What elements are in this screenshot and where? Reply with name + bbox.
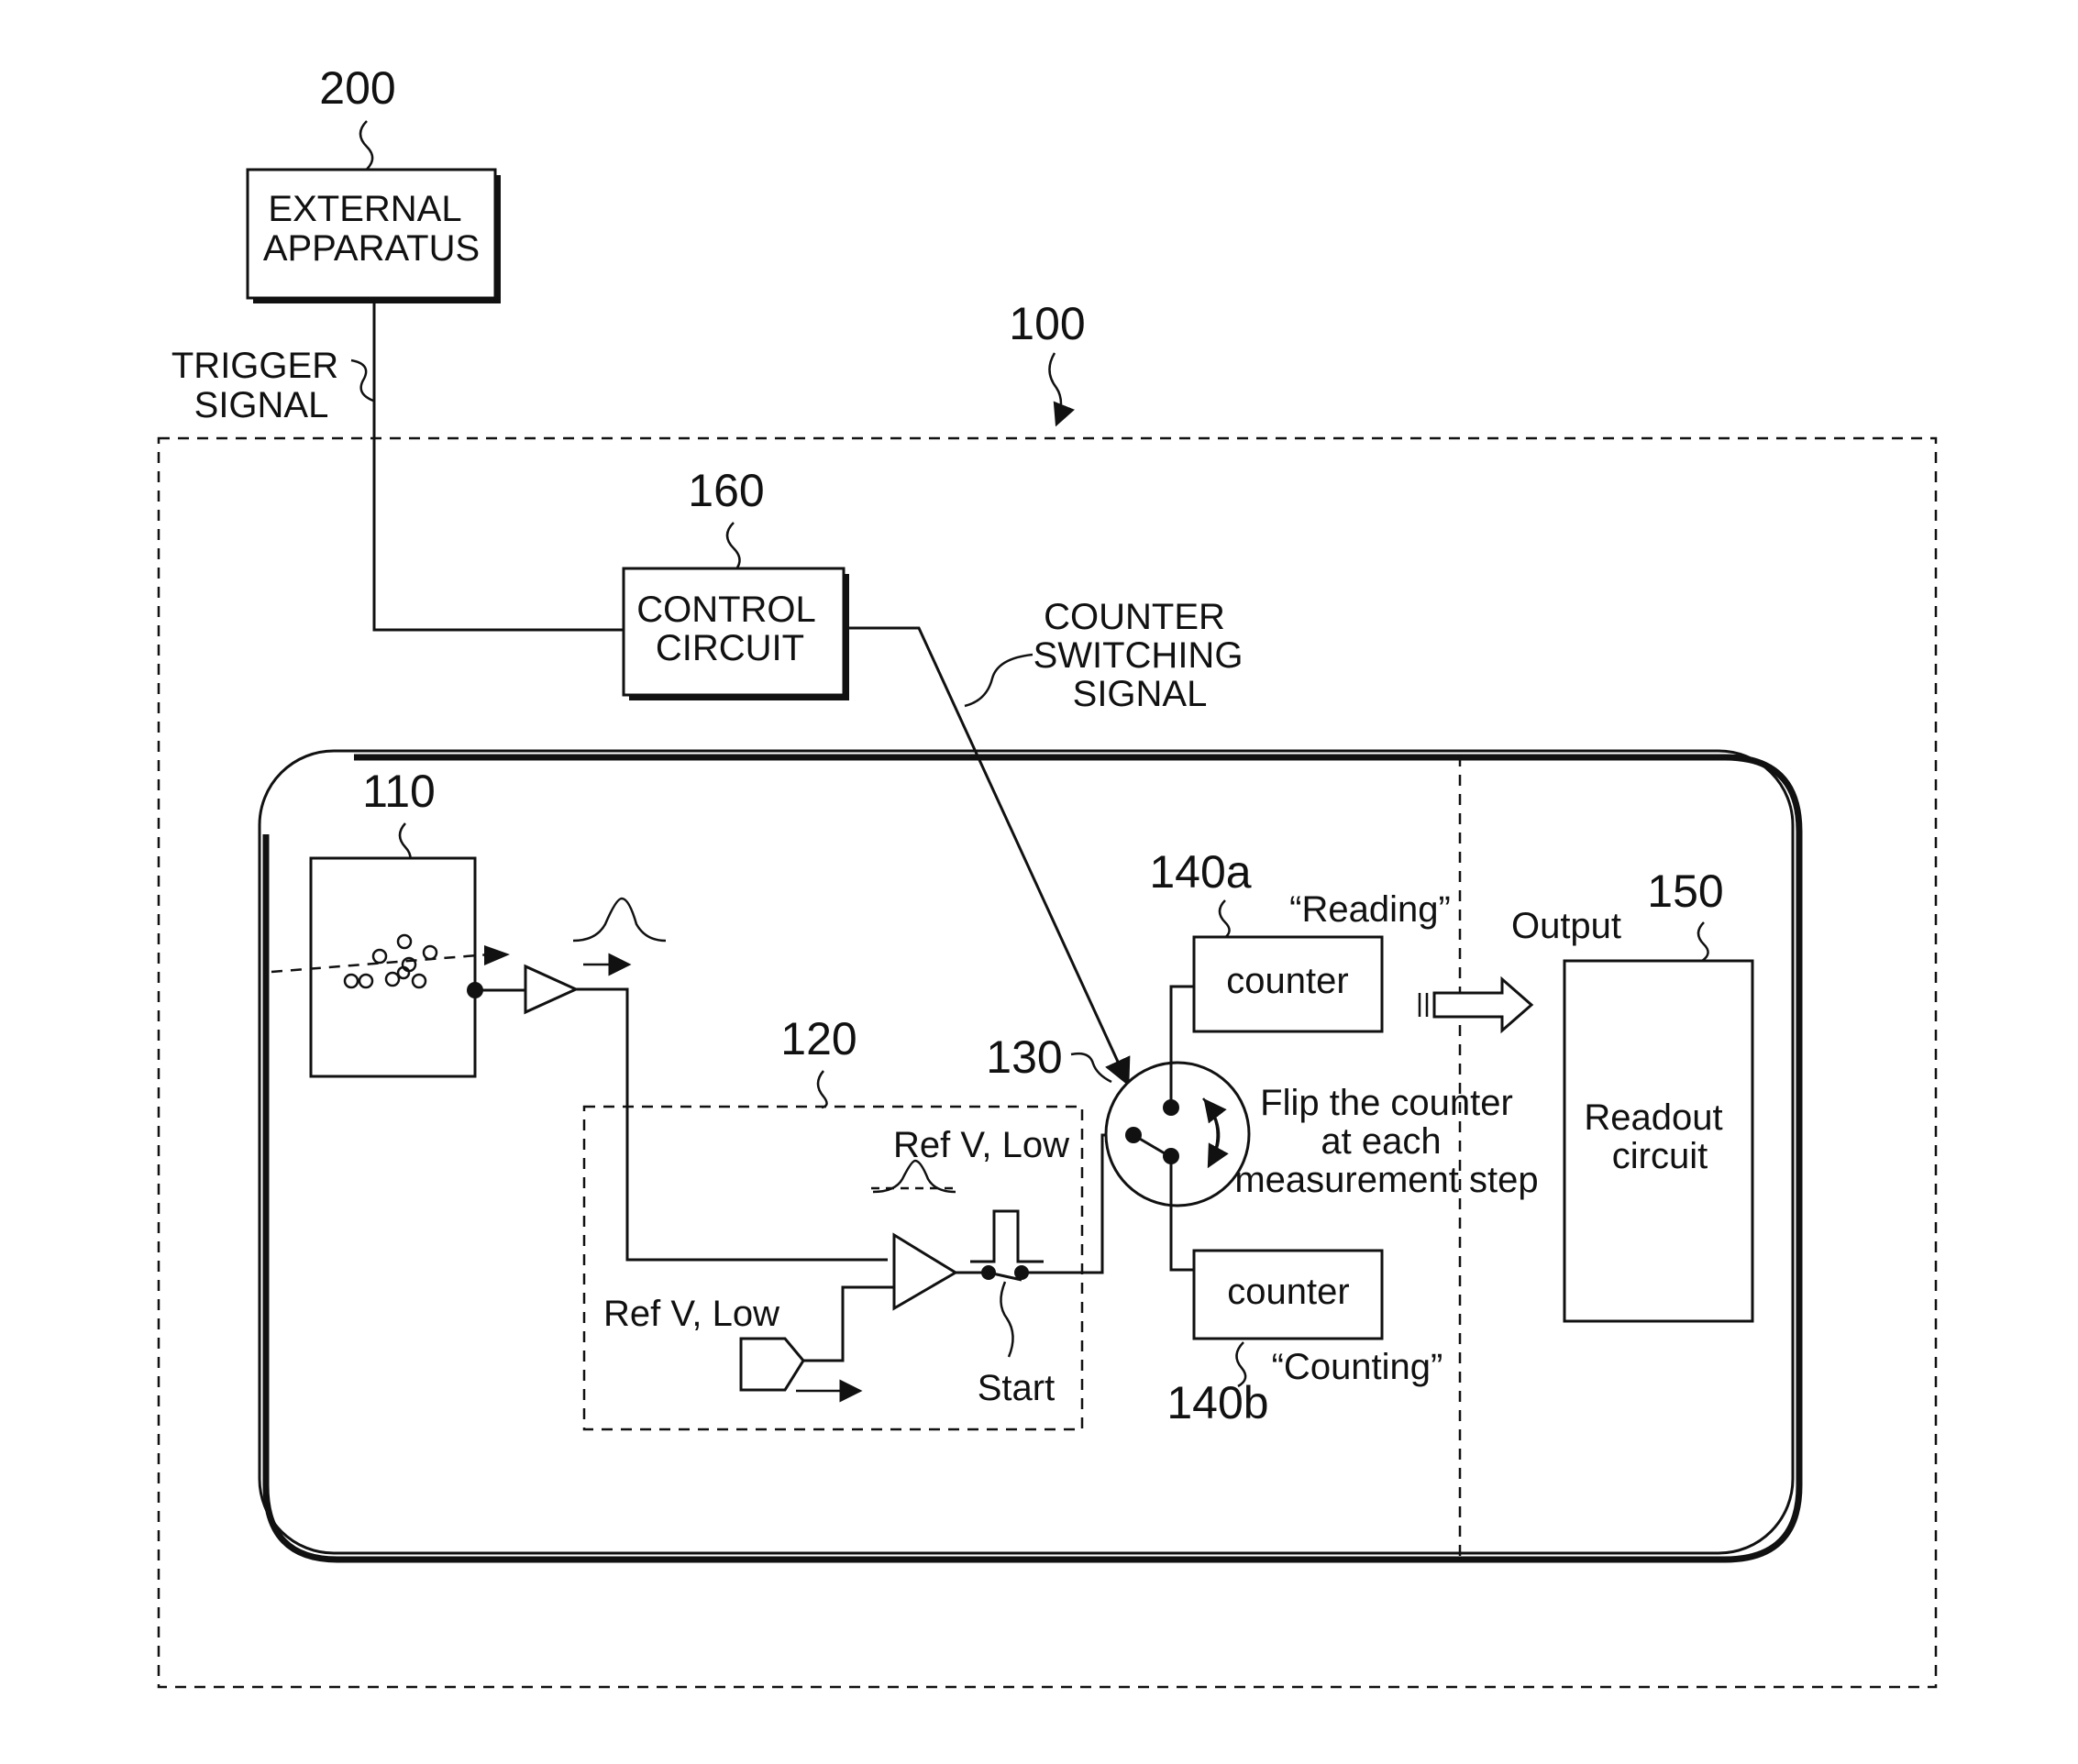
output-label: Output (1511, 906, 1621, 946)
start-pulse-icon (970, 1211, 1044, 1262)
comparator-icon (894, 1235, 956, 1308)
ref-v-top-label: Ref V, Low (893, 1125, 1069, 1165)
leader-100 (1049, 353, 1061, 424)
pulse-shape-icon (573, 899, 666, 941)
counter-a-block: counter (1194, 937, 1382, 1031)
ref-v-bottom-label: Ref V, Low (603, 1294, 779, 1334)
ref-100: 100 (1009, 298, 1085, 349)
reading-label: “Reading” (1289, 889, 1451, 930)
trigger-signal-label-2: SIGNAL (194, 385, 329, 425)
ref-140a: 140a (1149, 846, 1251, 898)
sensor-block (271, 858, 510, 1076)
ref-200: 200 (319, 62, 395, 114)
external-apparatus-label-2: APPARATUS (263, 228, 480, 269)
output-arrow-icon (1420, 979, 1531, 1031)
external-apparatus-block: EXTERNAL APPARATUS (248, 170, 501, 303)
switching-signal-label-3: SIGNAL (1073, 674, 1208, 714)
ref-140b: 140b (1166, 1377, 1268, 1428)
flip-label-1: Flip the counter (1260, 1083, 1513, 1123)
leader-160 (727, 523, 740, 574)
readout-circuit-block: Readout circuit (1564, 961, 1752, 1321)
trigger-signal-label-1: TRIGGER (171, 346, 338, 386)
ref-150: 150 (1647, 865, 1723, 917)
readout-label-2: circuit (1612, 1136, 1708, 1176)
reference-voltage-source-icon (741, 1339, 803, 1390)
start-leader (1000, 1282, 1012, 1357)
counter-a-label: counter (1226, 961, 1348, 1001)
threshold-pulse-icon (871, 1161, 957, 1192)
leader-120 (818, 1071, 827, 1108)
flip-label-2: at each (1321, 1121, 1441, 1162)
flip-label-3: measurement step (1234, 1160, 1538, 1200)
start-label: Start (978, 1368, 1055, 1408)
readout-label-1: Readout (1584, 1097, 1722, 1138)
switching-leader (965, 655, 1033, 706)
control-circuit-block: CONTROL CIRCUIT (624, 568, 849, 700)
trigger-leader (351, 360, 373, 401)
counter-b-label: counter (1227, 1272, 1349, 1312)
ref-120: 120 (780, 1013, 857, 1064)
control-circuit-label-2: CIRCUIT (656, 628, 804, 668)
control-circuit-label-1: CONTROL (636, 590, 816, 630)
counting-label: “Counting” (1272, 1347, 1443, 1387)
switching-signal-label-1: COUNTER (1044, 597, 1225, 637)
counter-b-block: counter (1194, 1251, 1382, 1339)
ref-130: 130 (986, 1031, 1062, 1083)
leader-150 (1698, 922, 1708, 961)
ref-110: 110 (362, 766, 436, 817)
preamplifier-icon (525, 966, 576, 1012)
leader-140a (1220, 900, 1230, 939)
leader-200 (360, 121, 372, 172)
external-apparatus-label-1: EXTERNAL (268, 189, 461, 229)
radiation-arrowhead (484, 945, 510, 965)
leader-130 (1071, 1053, 1111, 1082)
reference-input-line (803, 1287, 894, 1361)
trigger-signal-line (374, 298, 624, 630)
switching-signal-label-2: SWITCHING (1033, 635, 1243, 676)
ref-160: 160 (688, 465, 764, 516)
